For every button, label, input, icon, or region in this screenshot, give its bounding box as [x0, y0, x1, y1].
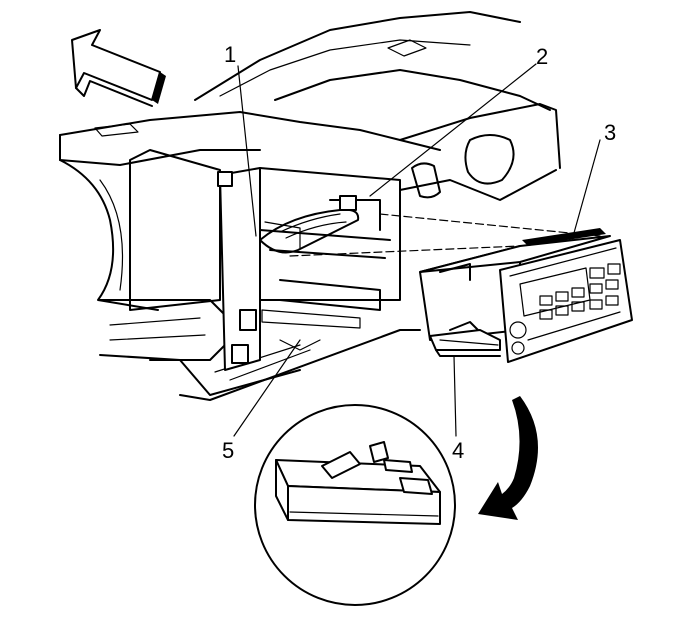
callout-4: 4	[452, 438, 464, 463]
curved-arrow-icon	[478, 396, 538, 520]
clip-detail-view	[254, 404, 456, 606]
release-clip	[429, 321, 501, 357]
radio-unit	[419, 228, 633, 363]
wiring-harness-connector	[259, 195, 360, 254]
callout-3: 3	[604, 120, 616, 145]
instrument-panel	[59, 11, 561, 401]
callout-labels: 1 2 3 4 5	[222, 42, 616, 463]
callout-1: 1	[224, 42, 236, 67]
callout-2: 2	[536, 44, 548, 69]
radio-button-grid	[539, 263, 621, 320]
callout-5: 5	[222, 438, 234, 463]
volume-knob	[509, 321, 527, 339]
forward-direction-arrow-icon	[71, 29, 166, 107]
leader-lines	[233, 63, 601, 437]
